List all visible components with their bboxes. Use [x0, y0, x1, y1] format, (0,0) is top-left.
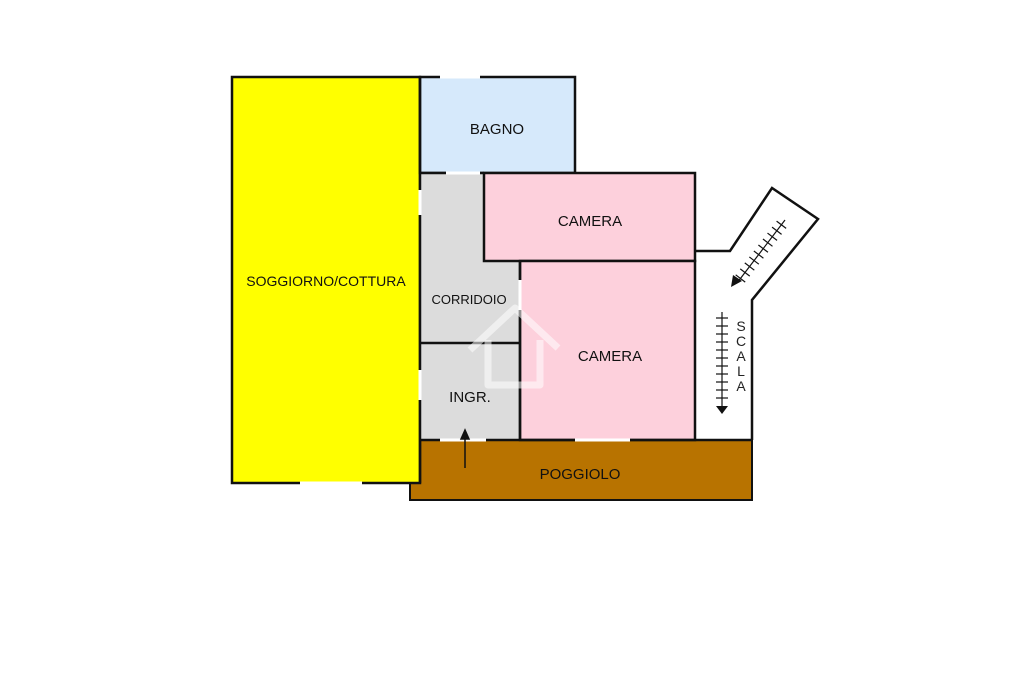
- arrow-down-icon: [716, 406, 728, 414]
- label-ingresso: INGR.: [449, 389, 491, 406]
- label-poggiolo: POGGIOLO: [540, 466, 621, 483]
- stairs-vertical: [716, 312, 728, 408]
- label-camera-main: CAMERA: [578, 348, 642, 365]
- stair-tread: [776, 220, 787, 229]
- room-ingresso: [420, 344, 520, 440]
- house-logo-icon: [467, 304, 561, 389]
- stair-tread: [744, 262, 755, 271]
- stair-tread: [771, 226, 782, 235]
- stairs-diagonal: [735, 219, 787, 284]
- door-openings: [300, 75, 630, 485]
- stair-tread: [753, 250, 764, 259]
- scala-letter: C: [736, 333, 746, 349]
- room-camera-main: [518, 259, 697, 442]
- room-poggiolo: [409, 439, 753, 501]
- label-camera-top: CAMERA: [558, 213, 622, 230]
- label-soggiorno: SOGGIORNO/COTTURA: [246, 273, 406, 289]
- stair-enclosure: [695, 186, 820, 440]
- room-bagno: [418, 75, 577, 175]
- arrow-up-icon: [459, 428, 471, 468]
- scala-letter: L: [737, 363, 745, 379]
- stair-tread: [767, 232, 778, 241]
- scala-letter: S: [736, 318, 745, 334]
- stair-tread: [748, 256, 760, 265]
- stair-tread: [762, 238, 773, 247]
- stair-tread: [758, 244, 769, 253]
- room-soggiorno: [230, 75, 422, 485]
- scala-letter: A: [736, 348, 746, 364]
- stair-tread: [739, 268, 751, 277]
- arrow-down-left-icon: [731, 275, 742, 287]
- room-camera-top: [482, 171, 697, 263]
- label-corridoio: CORRIDOIO: [431, 292, 506, 307]
- scala-letter: A: [736, 378, 746, 394]
- stair-tread: [735, 274, 746, 283]
- label-bagno: BAGNO: [470, 121, 524, 138]
